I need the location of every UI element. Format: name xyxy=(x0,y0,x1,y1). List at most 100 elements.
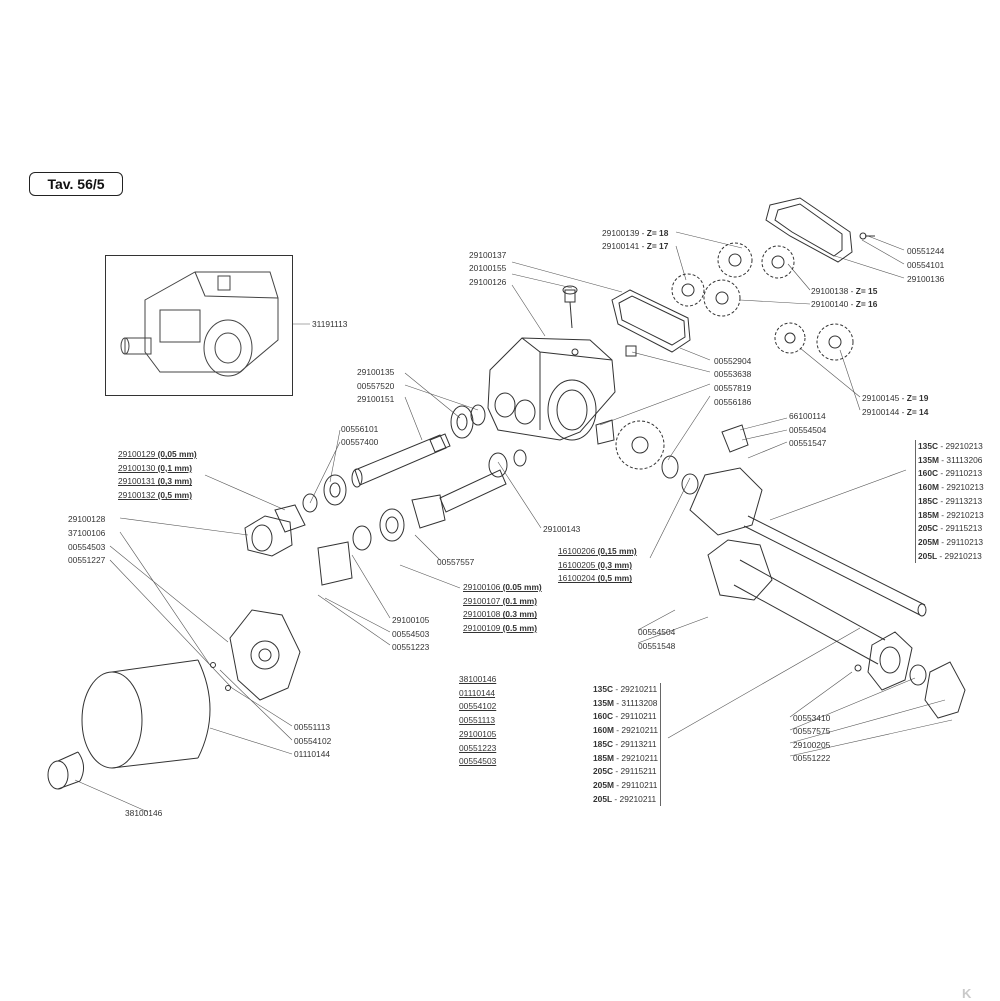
part-label: 29100137 xyxy=(469,250,507,260)
input-shaft xyxy=(302,404,486,513)
variant-row: 135M - 31113208 xyxy=(593,697,658,708)
gearbox-housing xyxy=(487,337,616,441)
part-label: 29100126 xyxy=(469,277,507,287)
variant-row: 185C - 29113211 xyxy=(593,738,657,749)
part-label: 20100155 xyxy=(469,263,507,273)
axle-shaft xyxy=(743,515,927,617)
side-gasket xyxy=(661,424,763,536)
variant-row: 205L - 29210211 xyxy=(593,793,657,804)
kit-row: 00551223 xyxy=(459,742,497,753)
part-label: 00551548 xyxy=(638,641,676,651)
part-label: 00551222 xyxy=(793,753,831,763)
pinion-shaft xyxy=(317,449,527,586)
part-label: 29100205 xyxy=(793,740,831,750)
gear-label: 29100144 - Z= 14 xyxy=(862,407,929,417)
variant-row: 205M - 29110213 xyxy=(918,536,984,547)
shim-row: 29100132 (0,5 mm) xyxy=(118,490,193,501)
kit-row: 38100146 xyxy=(459,674,497,684)
part-label: 29100128 xyxy=(68,514,106,524)
left-bearing-housing xyxy=(244,504,306,557)
part-label: 38100146 xyxy=(125,808,163,818)
part-label: 00557520 xyxy=(357,381,395,391)
variant-row: 135C - 29210211 xyxy=(593,684,658,694)
part-label: 00553410 xyxy=(793,713,831,723)
gear-label: 29100138 - Z= 15 xyxy=(811,286,878,296)
part-label: 66100114 xyxy=(789,411,826,421)
shim-row: 29100106 (0.05 mm) xyxy=(463,582,542,592)
part-label: 00557575 xyxy=(793,726,831,736)
part-label: 00551547 xyxy=(789,438,827,448)
gear-label: 29100141 - Z= 17 xyxy=(602,241,669,251)
part-label: 29100151 xyxy=(357,394,395,404)
variant-row: 185C - 29113213 xyxy=(918,495,983,506)
gearbox-inset-sketch xyxy=(120,271,279,377)
shim-list-left: 29100129 (0,05 mm) 29100130 (0,1 mm) 291… xyxy=(118,448,197,503)
part-label: 00554503 xyxy=(68,542,106,552)
shim-list-right: 16100206 (0,15 mm) 16100205 (0,3 mm) 161… xyxy=(558,545,637,586)
guard-cylinder xyxy=(47,659,211,790)
variant-row: 135M - 31113206 xyxy=(918,454,983,465)
flange-plate xyxy=(210,609,301,701)
kit-row: 01110144 xyxy=(459,687,496,698)
brand-logo: K xyxy=(962,986,972,1001)
part-label: 29100136 xyxy=(907,274,945,284)
variant-row: 185M - 29210211 xyxy=(593,752,659,763)
part-label: 00557819 xyxy=(714,383,752,393)
inset-part-label: 31191113 xyxy=(312,319,348,329)
variant-row: 205L - 29210213 xyxy=(918,550,982,561)
part-label: 00556101 xyxy=(341,424,379,434)
variant-row: 205M - 29110211 xyxy=(593,779,658,790)
variant-row: 160C - 29110211 xyxy=(593,711,657,722)
shim-row: 16100205 (0,3 mm) xyxy=(558,559,633,570)
variant-row: 135C - 29210213 xyxy=(918,441,983,451)
gear-label: 29100139 - Z= 18 xyxy=(602,228,669,238)
shim-row: 29100131 (0,3 mm) xyxy=(118,476,193,487)
shim-row: 29100108 (0.3 mm) xyxy=(463,609,538,620)
plate-title: Tav. 56/5 xyxy=(29,172,123,196)
part-label: 00556186 xyxy=(714,397,752,407)
part-label: 29100135 xyxy=(357,367,395,377)
part-label: 00551244 xyxy=(907,246,945,256)
part-label: 00552904 xyxy=(714,356,752,366)
dipstick xyxy=(562,285,637,357)
part-label: 01110144 xyxy=(294,749,331,759)
part-label: 00554102 xyxy=(294,736,332,746)
variant-row: 185M - 29210213 xyxy=(918,509,984,520)
variant-row: 205C - 29115211 xyxy=(593,766,657,777)
shim-row: 16100206 (0,15 mm) xyxy=(558,546,637,556)
variant-row: 160M - 29210213 xyxy=(918,482,984,493)
part-label: 00557400 xyxy=(341,437,379,447)
kit-row: 00554503 xyxy=(459,756,497,767)
top-cover-plate xyxy=(611,289,691,353)
shim-row: 29100129 (0,05 mm) xyxy=(118,449,197,459)
variant-row: 160M - 29210211 xyxy=(593,725,659,736)
part-label: 00554504 xyxy=(638,627,676,637)
part-label: 00551113 xyxy=(294,722,331,732)
variant-row: 205C - 29115213 xyxy=(918,523,983,534)
shim-row: 29100130 (0,1 mm) xyxy=(118,462,193,473)
kit-row: 00554102 xyxy=(459,701,497,712)
variant-row: 160C - 29110213 xyxy=(918,468,983,479)
axle-tube-variants: 135C - 29210211 135M - 31113208 160C - 2… xyxy=(593,683,662,807)
shim-list-mid: 29100106 (0.05 mm) 29100107 (0.1 mm) 291… xyxy=(463,581,542,636)
rear-cover xyxy=(765,197,875,263)
part-label: 00551223 xyxy=(392,642,430,652)
gear-label: 29100145 - Z= 19 xyxy=(862,393,929,403)
part-label: 00551227 xyxy=(68,555,106,565)
axle-shaft-variants: 135C - 29210213 135M - 31113206 160C - 2… xyxy=(915,440,984,564)
part-label: 29100143 xyxy=(543,524,581,534)
shim-row: 29100107 (0.1 mm) xyxy=(463,595,538,606)
part-label: 00554503 xyxy=(392,629,430,639)
axle-tube xyxy=(707,539,966,719)
kit-row: 00551113 xyxy=(459,715,496,726)
kit-row: 29100105 xyxy=(459,728,497,739)
shim-row: 16100204 (0,5 mm) xyxy=(558,573,633,584)
part-label: 00553638 xyxy=(714,369,752,379)
kit-part-list: 38100146 01110144 00554102 00551113 2910… xyxy=(459,673,496,769)
part-label: 37100106 xyxy=(68,528,106,538)
gear-label: 29100140 - Z= 16 xyxy=(811,299,878,309)
inset-frame xyxy=(105,255,293,396)
shim-row: 29100109 (0.5 mm) xyxy=(463,623,538,634)
